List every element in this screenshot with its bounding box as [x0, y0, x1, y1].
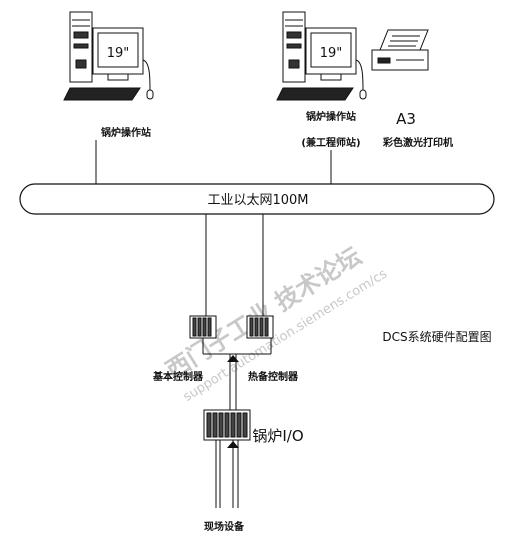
computer-icon: [63, 11, 154, 101]
computer-icon: [276, 11, 367, 101]
arrow-markers: [227, 355, 239, 448]
controller-main-caption: 基本控制器: [152, 370, 204, 383]
left-workstation-caption: 锅炉操作站: [101, 126, 151, 139]
controller-backup-caption: 热备控制器: [248, 370, 299, 383]
watermark-text-cn: 西门子工业 技术论坛: [161, 242, 366, 385]
printer-size-label: A3: [396, 110, 416, 128]
workstation-left: [63, 11, 154, 101]
diagram-title: DCS系统硬件配置图: [382, 330, 491, 344]
workstation-right: [276, 11, 367, 101]
field-devices-caption: 现场设备: [204, 520, 245, 533]
right-monitor-size-label: 19": [320, 46, 343, 61]
right-workstation-subcaption: (兼工程师站): [301, 136, 360, 149]
left-monitor-size-label: 19": [107, 46, 130, 61]
printer-caption: 彩色激光打印机: [382, 136, 453, 149]
right-workstation-caption: 锅炉操作站: [306, 110, 356, 123]
controller-backup-icon: [246, 315, 274, 339]
io-caption: 锅炉I/O: [252, 427, 303, 445]
ethernet-label: 工业以太网100M: [207, 193, 308, 208]
io-rack-icon: [203, 409, 251, 441]
ethernet-bus: [19, 183, 495, 215]
printer-icon: [371, 29, 429, 71]
connection-lines: [95, 140, 332, 508]
controller-main-icon: [189, 315, 217, 339]
